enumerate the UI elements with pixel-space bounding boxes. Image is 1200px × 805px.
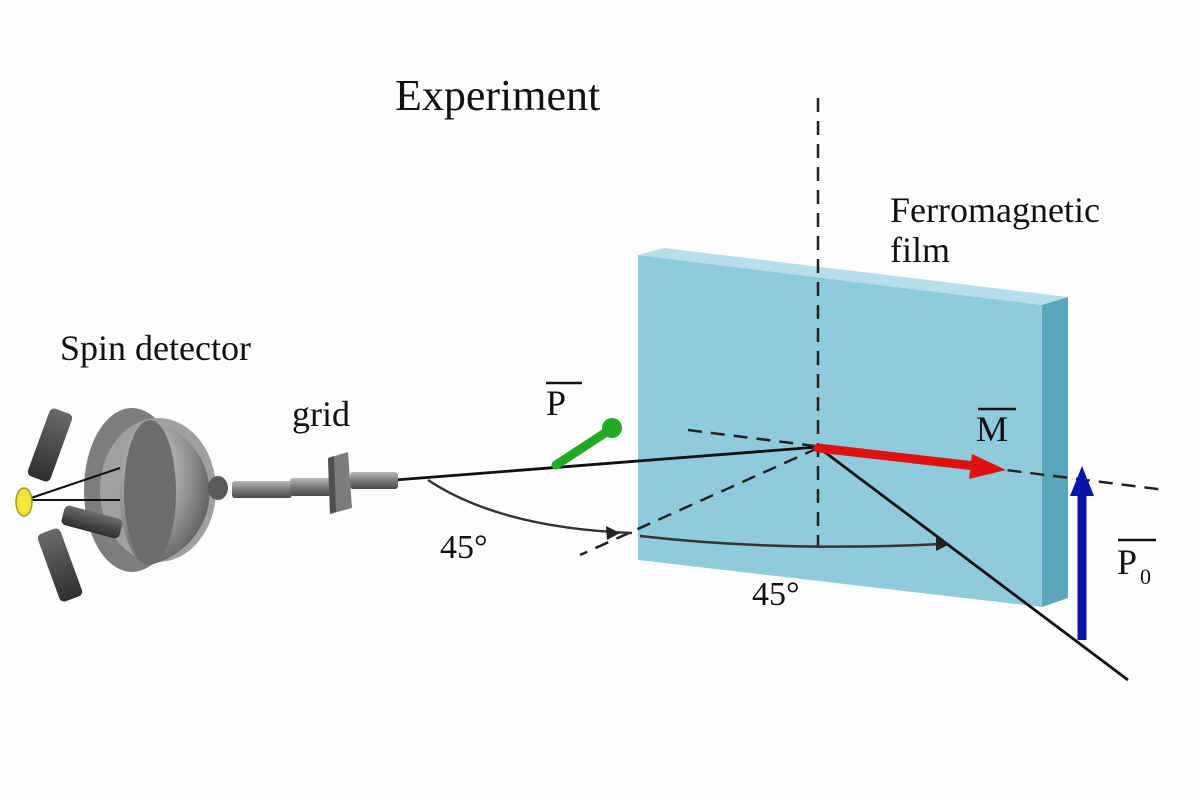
detector-hemisphere-rim <box>124 420 176 564</box>
ferromagnetic-film <box>638 248 1068 607</box>
beam-tube-segment-1 <box>232 481 292 498</box>
m-symbol: M <box>976 409 1008 449</box>
vector-label-P0: P 0 <box>1117 538 1156 589</box>
angle-arcs <box>427 478 943 548</box>
spin-detector-label: Spin detector <box>60 328 251 368</box>
p-symbol: P <box>546 383 566 423</box>
film-top-face <box>638 248 1068 305</box>
gold-target <box>15 487 33 517</box>
arc-arrowhead-left <box>606 526 620 540</box>
grid-plate-edge <box>328 456 336 514</box>
p-vector-shaft <box>551 428 610 470</box>
angle-arc-left <box>427 478 633 535</box>
film-label-line1: Ferromagnetic <box>890 190 1100 230</box>
m-vector-arrowhead <box>969 454 1006 479</box>
angle-label-bottom: 45° <box>752 576 800 613</box>
arc-arrowhead-bottom <box>936 537 950 551</box>
p0-symbol: P <box>1117 542 1137 582</box>
channeltron-bottom <box>37 528 83 602</box>
spin-detector <box>84 408 228 572</box>
p0-vector-arrowhead <box>1070 466 1094 496</box>
m-vector-shaft <box>813 443 980 471</box>
initial-polarization-vector-P0 <box>1070 466 1094 640</box>
diagram-title: Experiment <box>395 71 600 120</box>
detector-sight-lines <box>24 467 121 501</box>
vector-label-M: M <box>976 407 1016 449</box>
angle-arc-bottom <box>639 534 943 548</box>
grid-label: grid <box>292 394 350 434</box>
channeltron-detectors <box>27 408 123 602</box>
scattered-beam-line <box>394 445 819 482</box>
polarization-vector-P <box>551 418 622 470</box>
p-vector-head <box>602 418 622 438</box>
film-front-face <box>638 255 1042 607</box>
beam-lines <box>394 445 1129 682</box>
diagonal-axis-line <box>579 446 819 557</box>
magnetization-vector-M <box>813 443 1006 479</box>
beam-tube-segment-2 <box>290 478 332 496</box>
channeltron-middle <box>61 505 123 539</box>
beam-tube-segment-3 <box>350 472 398 489</box>
channeltron-top <box>27 408 73 482</box>
film-label-line2: film <box>890 230 950 270</box>
sight-line-upper <box>24 467 121 501</box>
angle-label-left: 45° <box>440 529 488 566</box>
beam-tube-assembly <box>232 452 398 514</box>
detector-outlet <box>208 476 228 500</box>
p0-subscript: 0 <box>1140 564 1151 589</box>
incident-beam-line <box>817 445 1129 682</box>
vector-label-P: P <box>546 381 582 423</box>
film-side-face <box>1042 297 1068 607</box>
